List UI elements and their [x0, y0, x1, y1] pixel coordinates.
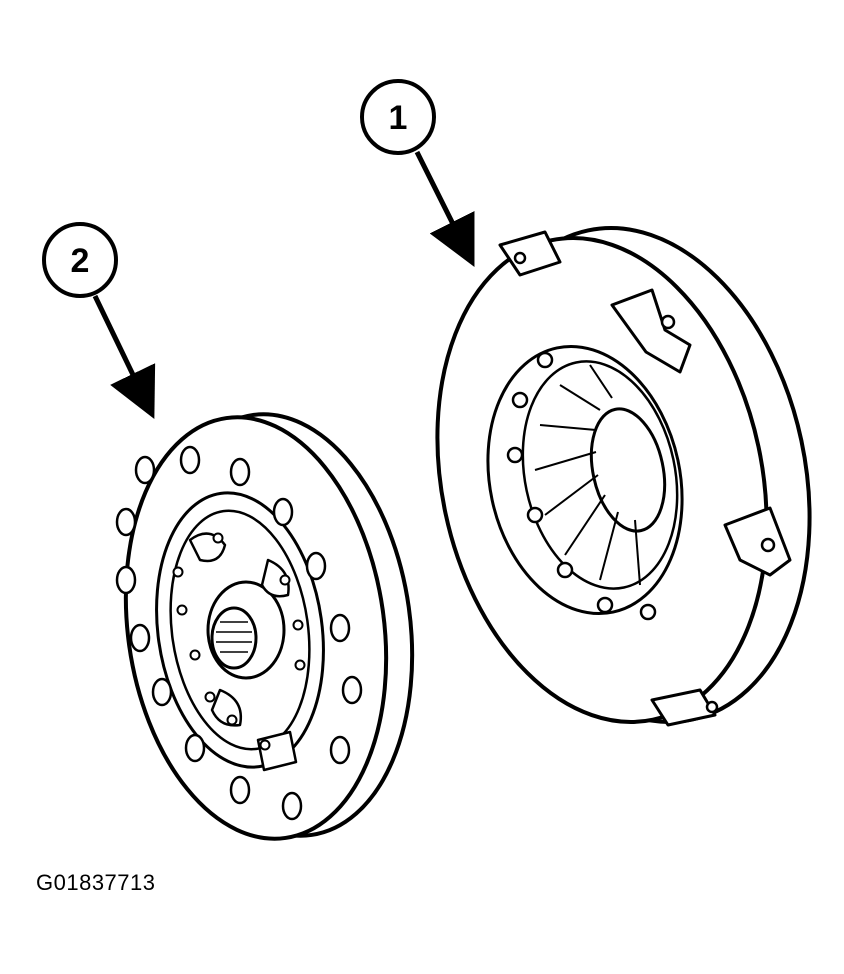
callout-1-arrow: [414, 150, 475, 267]
callout-2: 2: [42, 222, 156, 420]
callout-2-arrow: [92, 294, 156, 420]
callout-1-label: 1: [389, 99, 408, 137]
pressure-plate: [435, 226, 812, 727]
callout-1: 1: [360, 79, 475, 267]
clutch-disc: [115, 412, 415, 841]
callout-1-circle: [360, 79, 436, 155]
callout-2-label: 2: [71, 242, 90, 280]
figure-id-label: G01837713: [36, 870, 156, 895]
callout-2-circle: [42, 222, 118, 298]
